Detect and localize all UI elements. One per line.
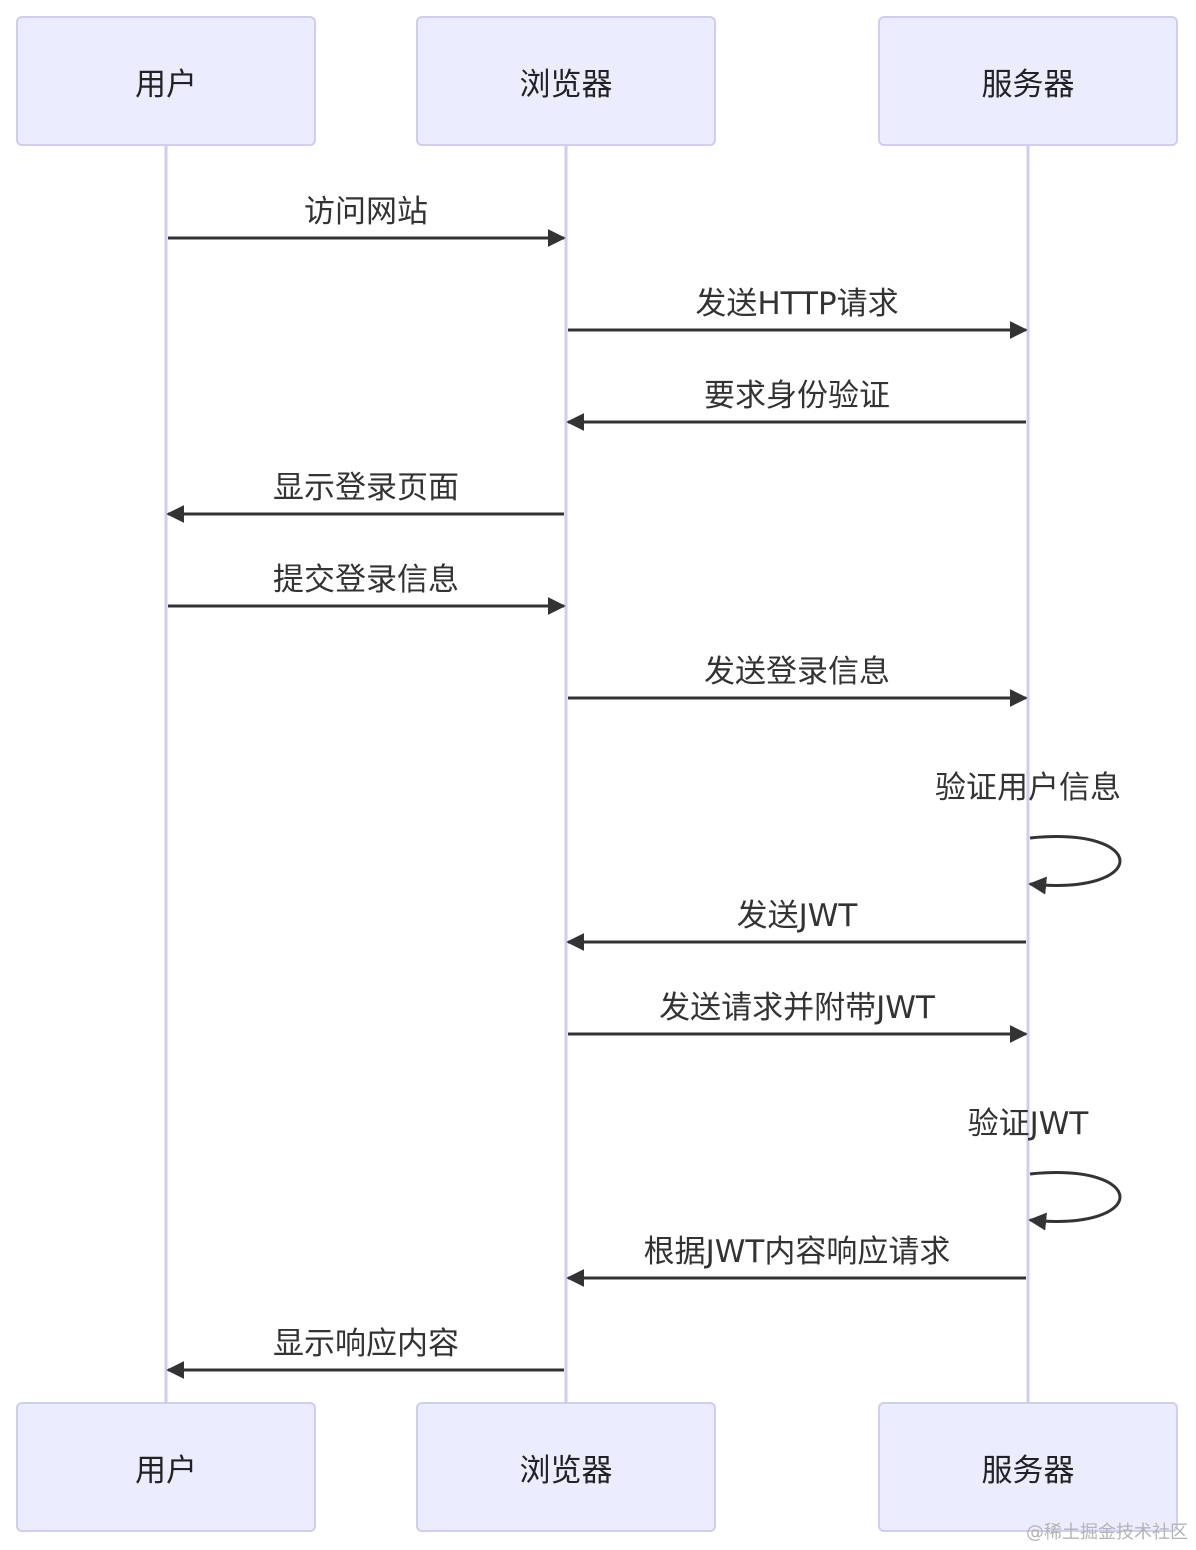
- message-label: 访问网站: [304, 194, 428, 230]
- message-label: 显示响应内容: [273, 1326, 459, 1362]
- lifelines: [164, 146, 1030, 1402]
- self-message-arrow: [1028, 1171, 1122, 1231]
- message-label: 发送登录信息: [704, 654, 890, 690]
- actor-server-top: 服务器: [878, 16, 1178, 146]
- message-label: 发送请求并附带JWT: [659, 990, 935, 1026]
- actor-browser-top: 浏览器: [416, 16, 716, 146]
- actor-label: 浏览器: [519, 1452, 613, 1489]
- actor-label: 浏览器: [519, 66, 613, 103]
- message-label: 根据JWT内容响应请求: [643, 1234, 951, 1270]
- actor-label: 用户: [135, 1452, 197, 1489]
- actor-server-bottom: 服务器: [878, 1402, 1178, 1532]
- message-label: 要求身份验证: [704, 378, 890, 414]
- watermark: @稀土掘金技术社区: [1026, 1522, 1188, 1543]
- actor-user-top: 用户: [16, 16, 316, 146]
- self-message-arrow: [1028, 835, 1122, 895]
- actor-label: 服务器: [981, 66, 1075, 103]
- actor-browser-bottom: 浏览器: [416, 1402, 716, 1532]
- actor-user-bottom: 用户: [16, 1402, 316, 1532]
- message-label: 发送HTTP请求: [695, 286, 899, 322]
- message-label: 发送JWT: [736, 898, 858, 934]
- message-label: 提交登录信息: [273, 562, 459, 598]
- message-label: 显示登录页面: [273, 470, 459, 506]
- actor-label: 用户: [135, 66, 197, 103]
- self-message-label: 验证JWT: [967, 1106, 1089, 1142]
- self-message-label: 验证用户信息: [935, 770, 1121, 806]
- actor-label: 服务器: [981, 1452, 1075, 1489]
- messages: [166, 229, 1122, 1379]
